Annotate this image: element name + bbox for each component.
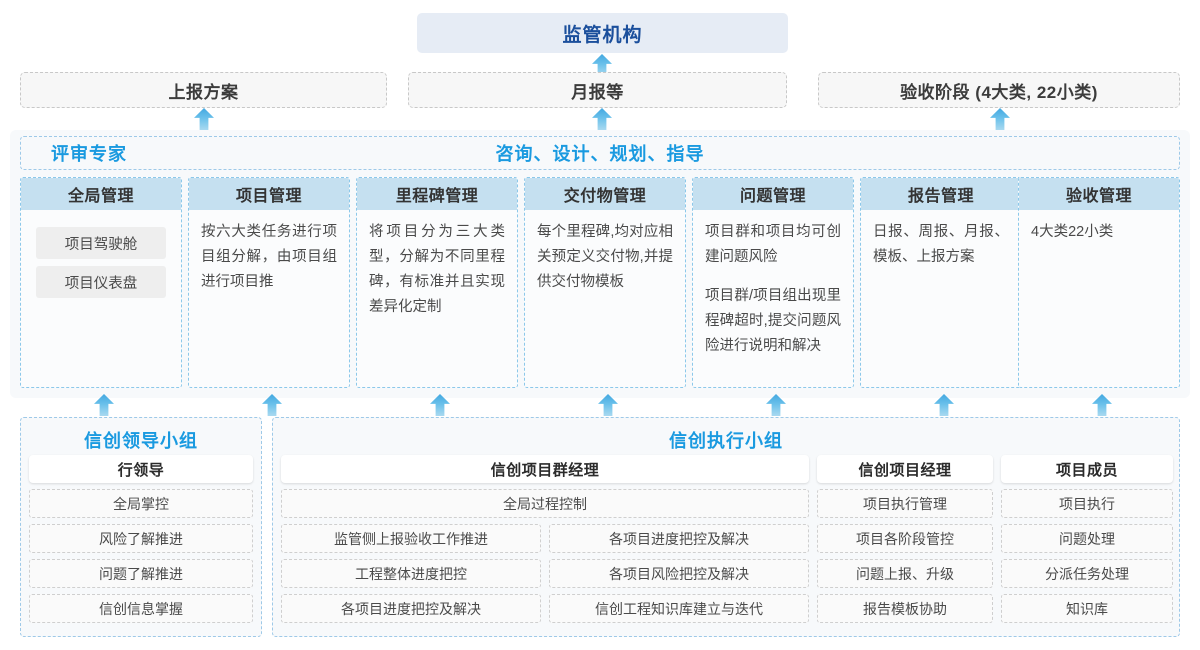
task-chip[interactable]: 分派任务处理 <box>1001 559 1173 588</box>
capability-column-global[interactable]: 全局管理 项目驾驶舱 项目仪表盘 <box>20 177 182 388</box>
capability-column-report[interactable]: 报告管理 日报、周报、月报、模板、上报方案 <box>860 177 1022 388</box>
task-chip[interactable]: 风险了解推进 <box>29 524 253 553</box>
capability-head: 里程碑管理 <box>357 178 517 210</box>
capability-text: 日报、周报、月报、模板、上报方案 <box>873 224 1009 265</box>
capability-column-milestone[interactable]: 里程碑管理 将项目分为三大类型，分解为不同里程碑，有标准并且实现差异化定制 <box>356 177 518 388</box>
role-head-project-member[interactable]: 项目成员 <box>1001 455 1173 483</box>
task-chip[interactable]: 各项目风险把控及解决 <box>549 559 809 588</box>
review-expert-label: 评审专家 <box>51 144 127 164</box>
regulator-banner: 监管机构 <box>417 13 788 53</box>
task-chip[interactable]: 报告模板协助 <box>817 594 993 623</box>
task-chip[interactable]: 全局掌控 <box>29 489 253 518</box>
task-chip[interactable]: 项目执行 <box>1001 489 1173 518</box>
capability-text: 项目群和项目均可创建问题风险 <box>705 224 841 265</box>
capability-head: 问题管理 <box>693 178 853 210</box>
arrow-up-to-acceptance <box>990 108 1010 130</box>
capability-head: 报告管理 <box>861 178 1021 210</box>
capability-chip[interactable]: 项目仪表盘 <box>36 266 166 298</box>
capability-head: 交付物管理 <box>525 178 685 210</box>
capability-text: 将项目分为三大类型，分解为不同里程碑，有标准并且实现差异化定制 <box>369 224 505 315</box>
task-chip[interactable]: 信创信息掌握 <box>29 594 253 623</box>
task-chip[interactable]: 各项目进度把控及解决 <box>281 594 541 623</box>
execution-group-box: 信创执行小组 信创项目群经理 全局过程控制 监管侧上报验收工作推进 工程整体进度… <box>272 417 1180 637</box>
program-manager-group: 信创项目群经理 全局过程控制 监管侧上报验收工作推进 工程整体进度把控 各项目进… <box>281 455 809 623</box>
task-chip[interactable]: 项目执行管理 <box>817 489 993 518</box>
capability-column-deliverable[interactable]: 交付物管理 每个里程碑,均对应相关预定义交付物,并提供交付物模板 <box>524 177 686 388</box>
capability-text: 每个里程碑,均对应相关预定义交付物,并提供交付物模板 <box>537 224 673 290</box>
capability-head: 全局管理 <box>21 178 181 210</box>
task-chip[interactable]: 各项目进度把控及解决 <box>549 524 809 553</box>
capability-text: 项目群/项目组出现里程碑超时,提交问题风险进行说明和解决 <box>705 288 841 354</box>
leadership-group-title: 信创领导小组 <box>84 431 198 451</box>
report-box-monthly[interactable]: 月报等 <box>408 72 787 108</box>
task-chip[interactable]: 监管侧上报验收工作推进 <box>281 524 541 553</box>
capability-text: 按六大类任务进行项目组分解，由项目组进行项目推 <box>201 224 337 290</box>
capability-column-acceptance[interactable]: 验收管理 4大类22小类 <box>1018 177 1180 388</box>
project-member-group: 项目成员 项目执行 问题处理 分派任务处理 知识库 <box>1001 455 1173 623</box>
role-head-bank-leader[interactable]: 行领导 <box>29 455 253 483</box>
task-chip[interactable]: 项目各阶段管控 <box>817 524 993 553</box>
task-chip[interactable]: 问题处理 <box>1001 524 1173 553</box>
arrow-up-to-monthly <box>592 108 612 130</box>
project-manager-group: 信创项目经理 项目执行管理 项目各阶段管控 问题上报、升级 报告模板协助 <box>817 455 993 623</box>
leadership-group-box: 信创领导小组 行领导 全局掌控 风险了解推进 问题了解推进 信创信息掌握 <box>20 417 262 637</box>
task-chip[interactable]: 问题上报、升级 <box>817 559 993 588</box>
task-chip[interactable]: 问题了解推进 <box>29 559 253 588</box>
capability-text: 4大类22小类 <box>1031 224 1114 240</box>
role-head-program-manager[interactable]: 信创项目群经理 <box>281 455 809 483</box>
role-head-project-manager[interactable]: 信创项目经理 <box>817 455 993 483</box>
task-chip[interactable]: 工程整体进度把控 <box>281 559 541 588</box>
report-box-plan[interactable]: 上报方案 <box>20 72 387 108</box>
capability-head: 项目管理 <box>189 178 349 210</box>
task-chip[interactable]: 信创工程知识库建立与迭代 <box>549 594 809 623</box>
capability-column-issue[interactable]: 问题管理 项目群和项目均可创建问题风险 项目群/项目组出现里程碑超时,提交问题风… <box>692 177 854 388</box>
capability-column-project[interactable]: 项目管理 按六大类任务进行项目组分解，由项目组进行项目推 <box>188 177 350 388</box>
task-chip[interactable]: 全局过程控制 <box>281 489 809 518</box>
capability-panel-title-bar: 评审专家 咨询、设计、规划、指导 <box>20 136 1180 170</box>
report-box-acceptance[interactable]: 验收阶段 (4大类, 22小类) <box>818 72 1180 108</box>
consulting-label: 咨询、设计、规划、指导 <box>495 144 705 164</box>
capability-head: 验收管理 <box>1019 178 1179 210</box>
arrow-up-to-plan <box>194 108 214 130</box>
capability-chip[interactable]: 项目驾驶舱 <box>36 227 166 259</box>
execution-group-title: 信创执行小组 <box>669 431 783 451</box>
task-chip[interactable]: 知识库 <box>1001 594 1173 623</box>
